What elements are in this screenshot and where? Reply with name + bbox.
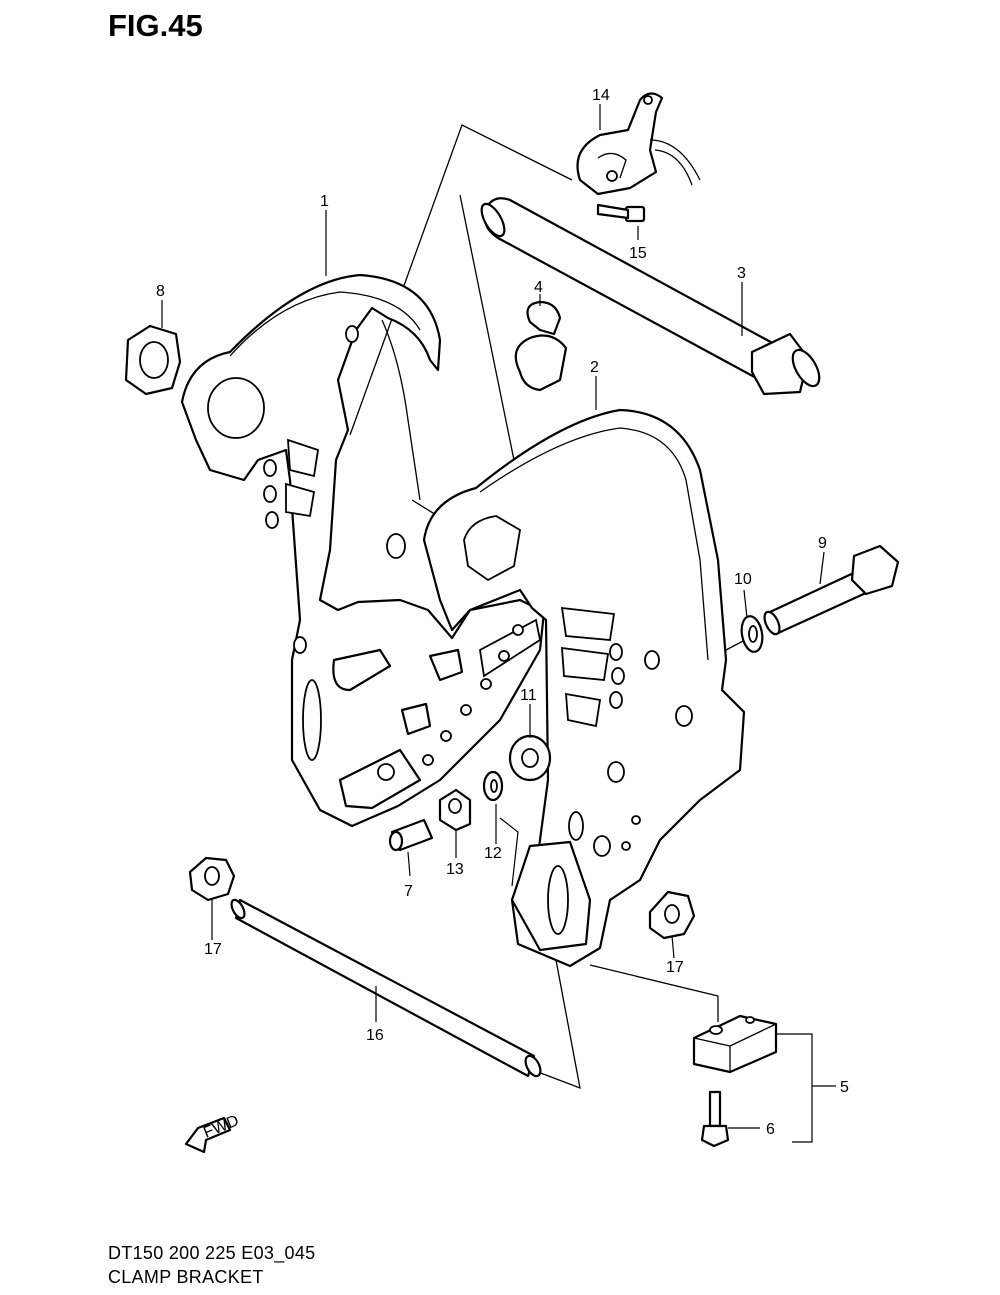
nut	[124, 324, 182, 396]
clamp-rod	[230, 898, 542, 1078]
callout-13: 13	[446, 861, 464, 878]
flange-nut-right	[648, 890, 696, 940]
callout-17-left: 17	[204, 941, 222, 958]
small-washer	[482, 770, 504, 802]
callout-3: 3	[737, 265, 746, 282]
tilt-tube	[480, 197, 821, 396]
bushing	[388, 818, 434, 852]
callout-4: 4	[534, 279, 543, 296]
figure-caption: CLAMP BRACKET	[108, 1267, 264, 1287]
small-nut	[438, 788, 472, 832]
callout-2: 2	[590, 359, 599, 376]
callout-5: 5	[840, 1079, 849, 1096]
callout-10: 10	[734, 571, 752, 588]
fwd-label: FWD	[201, 1112, 241, 1141]
callout-8: 8	[156, 283, 165, 300]
model-code: DT150 200 225 E03_045	[108, 1243, 316, 1263]
callout-11: 11	[520, 687, 537, 704]
left-clamp-bracket	[180, 273, 546, 828]
right-clamp-bracket	[422, 408, 746, 968]
large-washer	[508, 734, 552, 782]
callout-17-right: 17	[666, 959, 684, 976]
screw	[596, 203, 646, 223]
figure-title: FIG.45	[108, 8, 203, 43]
callout-labels: 1 2 3 4 5 6 7 8 9 10 11 12 13 14 15 16 1…	[156, 87, 849, 1138]
callout-9: 9	[818, 535, 827, 552]
callout-14: 14	[592, 87, 610, 104]
washer	[740, 615, 764, 653]
callout-6: 6	[766, 1121, 775, 1138]
callout-7: 7	[404, 883, 413, 900]
callout-15: 15	[629, 245, 647, 262]
trim-sensor	[576, 92, 701, 196]
callout-16: 16	[366, 1027, 384, 1044]
callout-1: 1	[320, 193, 329, 210]
callout-leaders	[161, 104, 836, 1143]
fwd-arrow-icon: FWD	[184, 1112, 241, 1154]
block	[692, 1014, 778, 1074]
clip	[514, 300, 568, 392]
bolt	[763, 544, 900, 636]
flange-nut-left	[188, 856, 236, 902]
small-bolt	[700, 1090, 730, 1148]
callout-12: 12	[484, 845, 502, 862]
